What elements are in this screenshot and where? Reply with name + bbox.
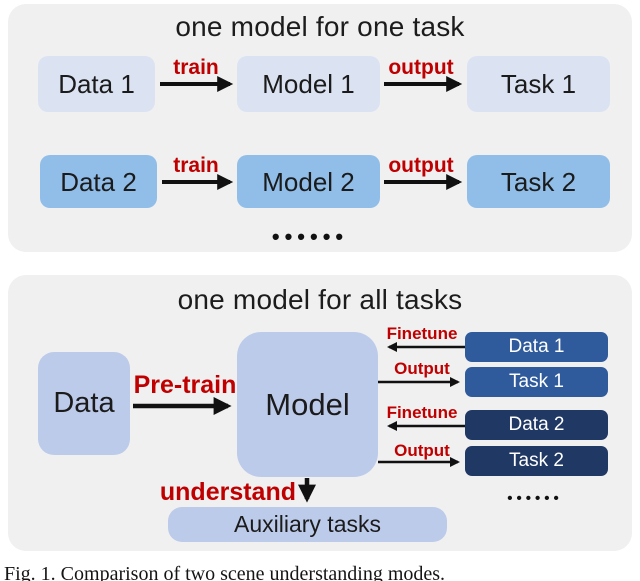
figure-caption: Fig. 1. Comparison of two scene understa… [4, 563, 446, 581]
panel-two-title: one model for all tasks [177, 284, 463, 315]
output-label-2: Output [394, 441, 450, 460]
panel-one-ellipsis: •••••• [271, 224, 349, 249]
panel-two-ellipsis: •••••• [507, 490, 563, 507]
task-1-box: Task 1 [467, 56, 610, 112]
data-1-box: Data 1 [38, 56, 155, 112]
data-box: Data [38, 352, 130, 455]
output-label-1: Output [394, 359, 450, 378]
branch-task-2-box: Task 2 [465, 446, 608, 476]
output-label-row1: output [388, 56, 454, 79]
panel-one-model-one-task [8, 4, 632, 252]
understand-label: understand [159, 478, 296, 506]
auxiliary-tasks-box: Auxiliary tasks [168, 507, 447, 542]
task-2-box: Task 2 [467, 155, 610, 208]
pretrain-label: Pre-train [133, 371, 237, 399]
branch-data-2-box: Data 2 [465, 410, 608, 440]
finetune-label-1: Finetune [386, 324, 458, 343]
train-label-row1: train [173, 56, 219, 79]
branch-data-1-box: Data 1 [465, 332, 608, 362]
model-1-box: Model 1 [237, 56, 380, 112]
panel-one-title: one model for one task [175, 11, 465, 42]
output-label-row2: output [388, 154, 454, 177]
model-2-box: Model 2 [237, 155, 380, 208]
model-box: Model [237, 332, 378, 477]
branch-task-1-box: Task 1 [465, 367, 608, 397]
data-2-box: Data 2 [40, 155, 157, 208]
train-label-row2: train [173, 154, 219, 177]
finetune-label-2: Finetune [386, 403, 458, 422]
